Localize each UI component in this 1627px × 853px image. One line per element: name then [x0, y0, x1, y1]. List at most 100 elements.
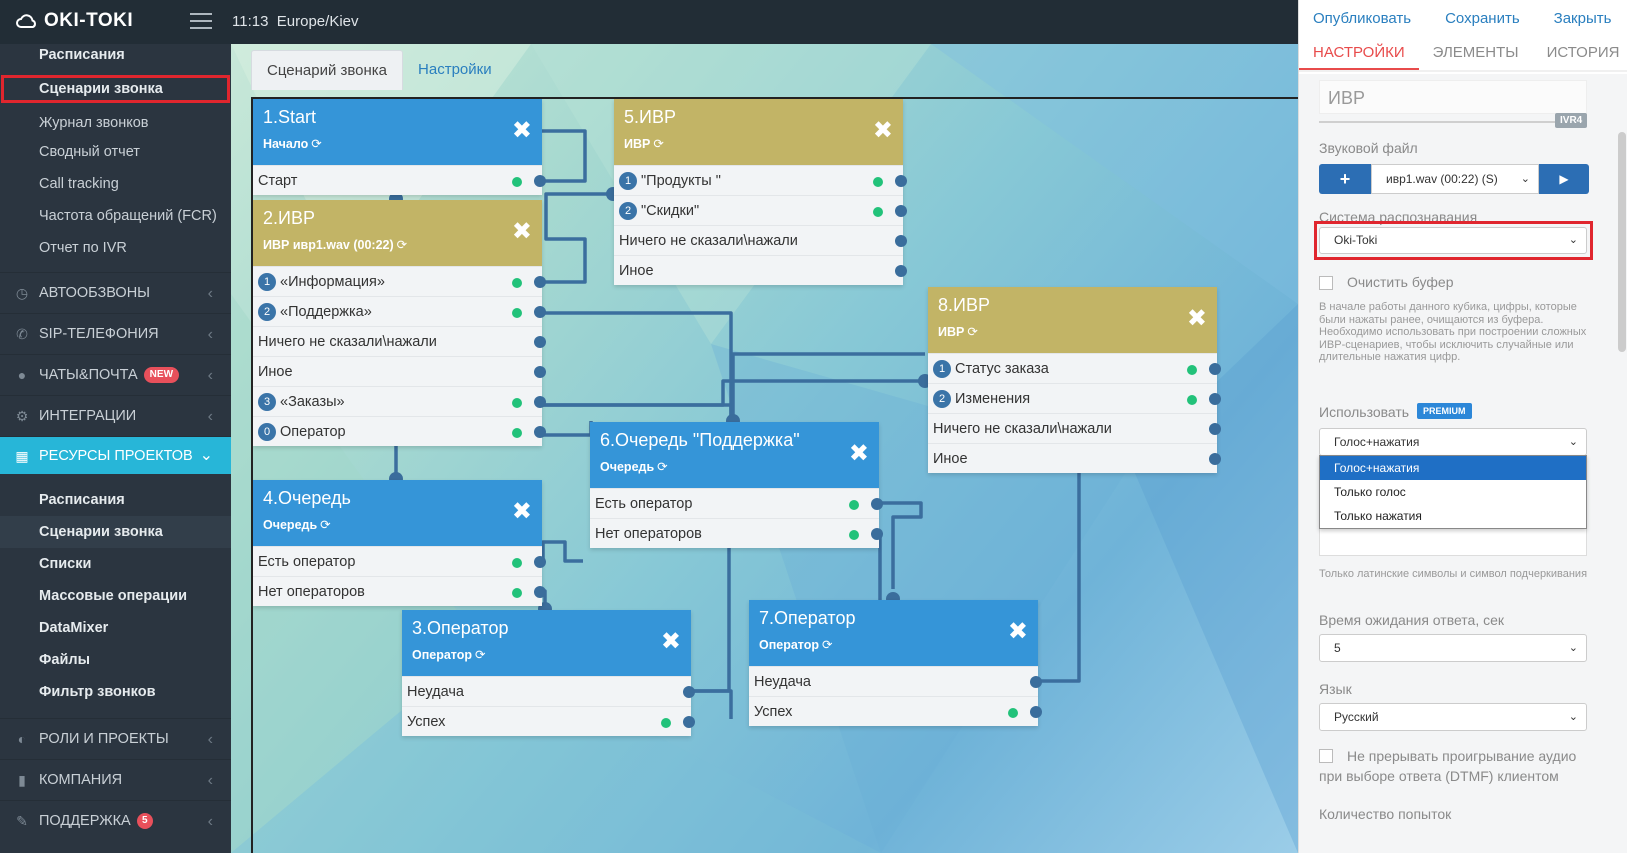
output-port[interactable]	[871, 498, 883, 510]
logo[interactable]: OKI-TOKI	[16, 10, 133, 32]
output-port[interactable]	[1030, 706, 1042, 718]
refresh-icon[interactable]: ⟳	[657, 460, 668, 474]
sidebar-item-schedules-top[interactable]: Расписания	[39, 47, 125, 63]
output-port[interactable]	[895, 265, 907, 277]
output-port[interactable]	[1209, 423, 1221, 435]
close-icon[interactable]: ✖	[511, 218, 532, 245]
dtmf-checkbox[interactable]	[1319, 749, 1333, 763]
sidebar-section-autodial[interactable]: ◷АВТООБЗВОНЫ‹	[0, 272, 231, 313]
close-icon[interactable]: ✖	[660, 628, 681, 655]
output-port[interactable]	[683, 686, 695, 698]
close-icon[interactable]: ✖	[511, 117, 532, 144]
tab-settings[interactable]: Настройки	[418, 61, 492, 78]
node-start[interactable]: 1.Start Начало⟳ ✖ Старт	[253, 99, 546, 195]
save-button[interactable]: Сохранить	[1445, 9, 1520, 27]
recognition-select[interactable]: Oki-Toki⌄	[1319, 227, 1587, 254]
node-queue-4[interactable]: 4.Очередь Очередь⟳ ✖ Есть оператор Нет о…	[253, 480, 546, 606]
close-icon[interactable]: ✖	[511, 498, 532, 525]
sidebar-item-call-tracking[interactable]: Call tracking	[39, 176, 119, 192]
sidebar-item-call-scenarios[interactable]: Сценарии звонка	[0, 516, 231, 548]
sidebar-item-call-filter[interactable]: Фильтр звонков	[39, 684, 156, 700]
output-port[interactable]	[1030, 676, 1042, 688]
menu-toggle-icon[interactable]	[190, 13, 212, 29]
refresh-icon[interactable]: ⟳	[396, 238, 408, 252]
node-ivr-2[interactable]: 2.ИВР ИВР ивр1.wav (00:22)⟳ ✖ 1«Информац…	[253, 200, 546, 446]
refresh-icon[interactable]: ⟳	[320, 518, 331, 532]
tab-panel-history[interactable]: ИСТОРИЯ	[1546, 44, 1620, 61]
scenario-board[interactable]: 1.Start Начало⟳ ✖ Старт 2.ИВР ИВР ивр1.w…	[251, 97, 1298, 853]
hidden-input[interactable]	[1319, 526, 1587, 556]
close-icon[interactable]: ✖	[872, 117, 893, 144]
publish-button[interactable]: Опубликовать	[1313, 9, 1412, 27]
tab-panel-settings[interactable]: НАСТРОЙКИ	[1299, 36, 1419, 70]
node-queue-6[interactable]: 6.Очередь "Поддержка" Очередь⟳ ✖ Есть оп…	[590, 422, 883, 548]
sidebar-item-datamixer[interactable]: DataMixer	[39, 620, 109, 636]
use-option-keys[interactable]: Только нажатия	[1334, 509, 1422, 523]
wait-time-select[interactable]: 5⌄	[1319, 634, 1587, 662]
output-port[interactable]	[534, 426, 546, 438]
sidebar-item-call-log[interactable]: Журнал звонков	[39, 115, 149, 131]
output-port[interactable]	[1209, 453, 1221, 465]
output-port[interactable]	[534, 556, 546, 568]
output-port[interactable]	[1209, 393, 1221, 405]
clear-buffer-checkbox[interactable]	[1319, 276, 1333, 290]
node-header[interactable]: 7.Оператор Оператор⟳ ✖	[749, 600, 1038, 666]
output-port[interactable]	[895, 205, 907, 217]
close-icon[interactable]: ✖	[1007, 618, 1028, 645]
refresh-icon[interactable]: ⟳	[311, 137, 322, 151]
sidebar-item-mass-operations[interactable]: Массовые операции	[39, 588, 188, 604]
sidebar-item-summary-report[interactable]: Сводный отчет	[39, 144, 140, 160]
refresh-icon[interactable]: ⟳	[822, 638, 833, 652]
output-port[interactable]	[534, 336, 546, 348]
sidebar-section-roles[interactable]: ◐РОЛИ И ПРОЕКТЫ‹	[0, 718, 231, 759]
node-header[interactable]: 2.ИВР ИВР ивр1.wav (00:22)⟳ ✖	[253, 200, 542, 266]
use-select[interactable]: Голос+нажатия⌄	[1319, 428, 1587, 456]
name-input[interactable]: ИВР	[1319, 80, 1587, 114]
refresh-icon[interactable]: ⟳	[475, 648, 486, 662]
tab-scenario[interactable]: Сценарий звонка	[251, 50, 404, 90]
sidebar-section-integrations[interactable]: ⚙ИНТЕГРАЦИИ‹	[0, 395, 231, 436]
output-port[interactable]	[534, 366, 546, 378]
panel-scrollbar[interactable]	[1618, 132, 1626, 352]
output-port[interactable]	[871, 528, 883, 540]
sidebar-section-resources[interactable]: ▦РЕСУРСЫ ПРОЕКТОВ⌄	[0, 436, 231, 474]
close-icon[interactable]: ✖	[1186, 305, 1207, 332]
output-port[interactable]	[534, 396, 546, 408]
node-operator-7[interactable]: 7.Оператор Оператор⟳ ✖ Неудача Успех	[749, 600, 1042, 726]
use-option-voice[interactable]: Только голос	[1334, 485, 1406, 499]
close-icon[interactable]: ✖	[848, 440, 869, 467]
language-select[interactable]: Русский⌄	[1319, 703, 1587, 731]
sound-add-button[interactable]: +	[1319, 164, 1371, 194]
output-port[interactable]	[534, 306, 546, 318]
output-port[interactable]	[895, 235, 907, 247]
sidebar-item-fcr[interactable]: Частота обращений (FCR)	[39, 208, 217, 224]
node-header[interactable]: 3.Оператор Оператор⟳ ✖	[402, 610, 691, 676]
output-port[interactable]	[1209, 363, 1221, 375]
node-header[interactable]: 8.ИВР ИВР⟳ ✖	[928, 287, 1217, 353]
sidebar-item-lists[interactable]: Списки	[39, 556, 92, 572]
node-header[interactable]: 5.ИВР ИВР⟳ ✖	[614, 99, 903, 165]
output-port[interactable]	[534, 276, 546, 288]
sidebar-section-sip[interactable]: ✆SIP-ТЕЛЕФОНИЯ‹	[0, 313, 231, 354]
output-port[interactable]	[895, 175, 907, 187]
sidebar-item-call-scenarios-top[interactable]: Сценарии звонка	[0, 74, 231, 104]
node-operator-3[interactable]: 3.Оператор Оператор⟳ ✖ Неудача Успех	[402, 610, 695, 736]
node-header[interactable]: 4.Очередь Очередь⟳ ✖	[253, 480, 542, 546]
use-option-voice-keys[interactable]: Голос+нажатия	[1320, 456, 1586, 480]
sidebar-item-ivr-report[interactable]: Отчет по IVR	[39, 240, 127, 256]
play-button[interactable]: ▶	[1539, 164, 1589, 194]
node-header[interactable]: 6.Очередь "Поддержка" Очередь⟳ ✖	[590, 422, 879, 488]
sound-file-select[interactable]: ивр1.wav (00:22) (S)⌄	[1371, 164, 1539, 194]
sidebar-item-files[interactable]: Файлы	[39, 652, 90, 668]
output-port[interactable]	[683, 716, 695, 728]
refresh-icon[interactable]: ⟳	[967, 325, 978, 339]
sidebar-section-company[interactable]: ▮КОМПАНИЯ‹	[0, 759, 231, 800]
node-ivr-5[interactable]: 5.ИВР ИВР⟳ ✖ 1"Продукты " 2"Скидки" Ниче…	[614, 99, 907, 285]
node-header[interactable]: 1.Start Начало⟳ ✖	[253, 99, 542, 165]
output-port[interactable]	[534, 175, 546, 187]
sidebar-item-schedules[interactable]: Расписания	[39, 492, 125, 508]
refresh-icon[interactable]: ⟳	[653, 137, 664, 151]
